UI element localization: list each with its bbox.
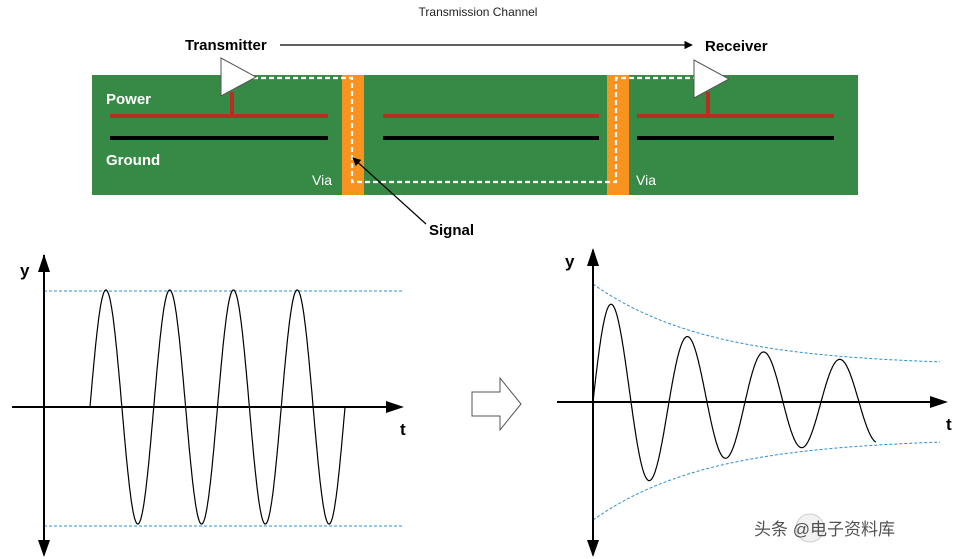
watermark-text: 头条 @电子资料库 bbox=[754, 520, 895, 539]
left-sine-wave bbox=[89, 289, 346, 525]
watermark-logo-icon bbox=[795, 513, 825, 543]
diagram-title: Transmission Channel bbox=[419, 5, 538, 19]
left-y-label: y bbox=[20, 261, 30, 280]
right-x-axis-arrow-icon bbox=[930, 396, 948, 408]
right-plot: y t bbox=[557, 248, 952, 557]
right-envelope-bottom bbox=[592, 441, 941, 521]
pcb-board: Power Ground Via Via bbox=[92, 57, 858, 195]
right-x-label: t bbox=[946, 415, 952, 434]
power-label: Power bbox=[106, 91, 151, 108]
left-plot: y t bbox=[12, 254, 406, 557]
hollow-right-arrow-icon bbox=[471, 376, 522, 432]
via-right bbox=[607, 75, 629, 195]
right-y-axis-down-arrow-icon bbox=[587, 540, 599, 557]
left-y-axis-up-arrow-icon bbox=[38, 254, 50, 272]
signal-path bbox=[253, 76, 695, 184]
transmitter-label: Transmitter bbox=[185, 37, 267, 54]
board-substrate bbox=[92, 75, 858, 195]
via-right-label: Via bbox=[636, 172, 656, 188]
via-left-label: Via bbox=[312, 172, 332, 188]
left-x-label: t bbox=[400, 420, 406, 439]
ground-label: Ground bbox=[106, 152, 160, 169]
right-damped-wave bbox=[592, 303, 877, 482]
receiver-buffer-icon bbox=[693, 59, 731, 99]
receiver-label: Receiver bbox=[705, 38, 768, 55]
right-y-axis-up-arrow-icon bbox=[587, 248, 599, 266]
signal-callout-arrow bbox=[352, 157, 427, 225]
right-envelope-top bbox=[592, 283, 941, 363]
right-y-label: y bbox=[565, 252, 575, 271]
watermark: 头条 @电子资料库 bbox=[754, 513, 895, 543]
left-y-axis-down-arrow-icon bbox=[38, 540, 50, 557]
signal-label: Signal bbox=[429, 222, 474, 239]
transmitter-buffer-icon bbox=[220, 57, 258, 97]
left-x-axis-arrow-icon bbox=[386, 401, 404, 413]
